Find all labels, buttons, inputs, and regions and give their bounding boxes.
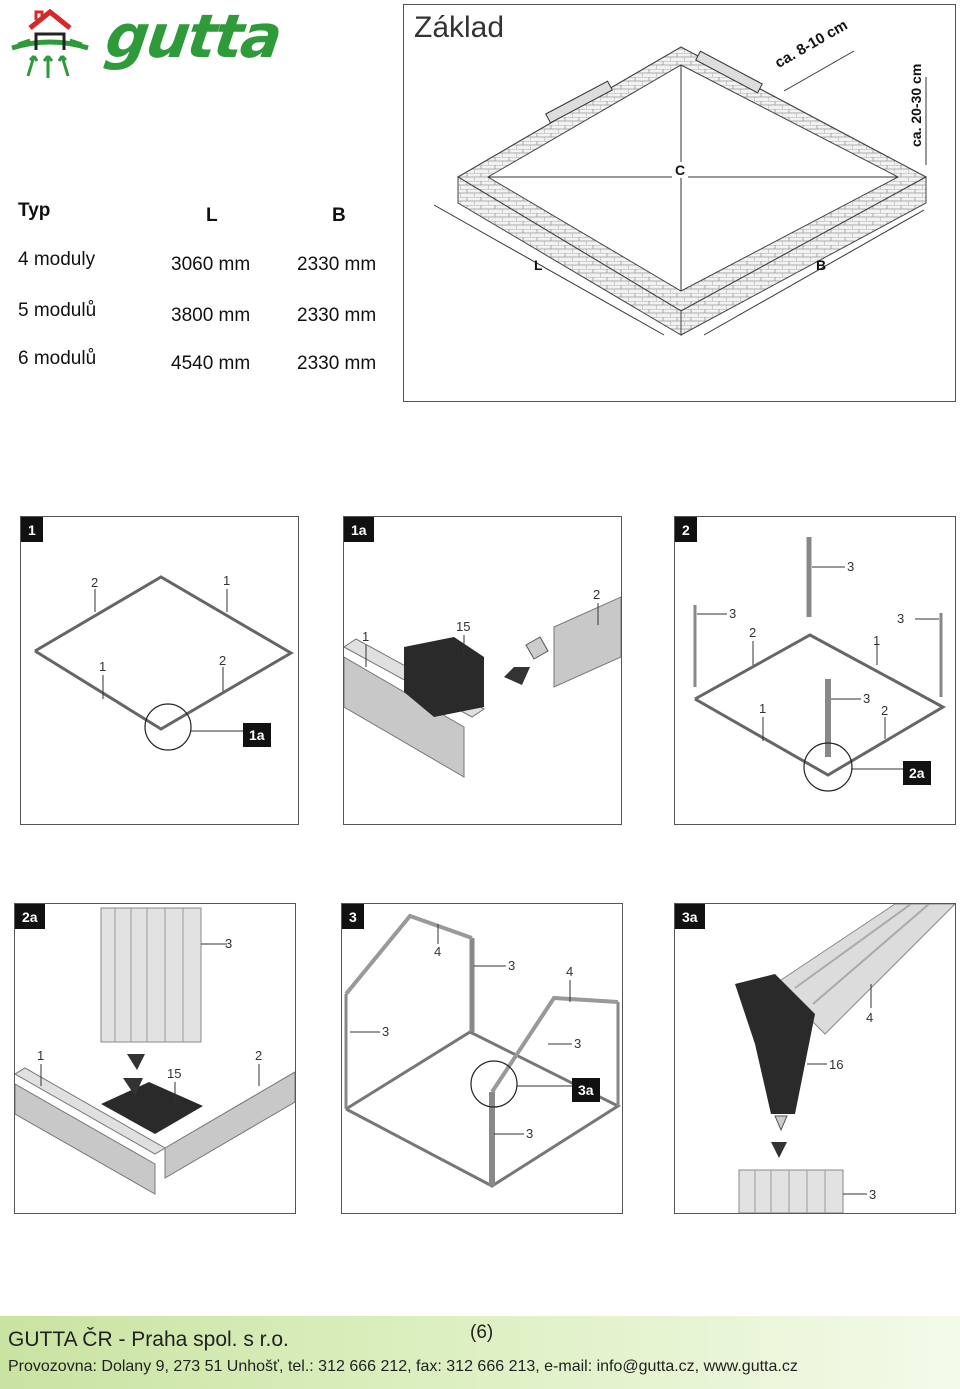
part-number: 2 <box>219 653 226 668</box>
footer-band <box>0 1316 960 1389</box>
dim-b-label: B <box>816 257 827 273</box>
part-number: 2 <box>91 575 98 590</box>
dim-l-label: L <box>534 257 543 273</box>
step-label: 1a <box>344 517 374 542</box>
part-number: 16 <box>829 1057 843 1072</box>
step-1a-diagram: 1 15 2 <box>344 587 621 778</box>
part-number: 3 <box>508 958 515 973</box>
part-number: 3 <box>526 1126 533 1141</box>
part-number: 15 <box>456 619 470 634</box>
company-address: Provozovna: Dolany 9, 273 51 Unhošť, tel… <box>8 1358 798 1375</box>
company-name: GUTTA ČR - Praha spol. s r.o. <box>8 1328 289 1351</box>
part-number: 3 <box>847 559 854 574</box>
gutta-logo: gutta <box>8 2 285 80</box>
part-number: 1 <box>759 701 766 716</box>
part-number: 1 <box>99 659 106 674</box>
step-1-diagram: 2 1 1 2 <box>34 573 294 751</box>
step-panel-2: 2 3 3 2 1 3 3 1 2 2a <box>674 516 956 825</box>
step-3-diagram: 4 3 4 3 3 3 <box>344 913 622 1188</box>
dim-c-label: C <box>672 162 689 178</box>
step-3a-diagram: 4 16 3 <box>735 904 955 1213</box>
part-number: 3 <box>869 1187 876 1202</box>
part-number: 2 <box>593 587 600 602</box>
part-number: 3 <box>382 1024 389 1039</box>
part-number: 1 <box>223 573 230 588</box>
table-header-b: B <box>332 205 346 226</box>
part-number: 2 <box>255 1048 262 1063</box>
table-cell: 2330 mm <box>297 254 377 275</box>
step-label: 2a <box>15 904 45 929</box>
part-number: 1 <box>37 1048 44 1063</box>
step-2a-diagram: 3 1 15 2 <box>15 907 295 1195</box>
step-panel-2a: 2a 3 1 15 2 <box>14 903 296 1214</box>
part-number: 3 <box>729 606 736 621</box>
part-number: 3 <box>225 936 232 951</box>
part-number: 3 <box>897 611 904 626</box>
table-cell: 4 moduly <box>18 249 96 270</box>
part-number: 15 <box>167 1066 181 1081</box>
part-number: 2 <box>749 625 756 640</box>
step-label: 2 <box>675 517 697 542</box>
step-panel-1: 1 2 1 1 2 1a <box>20 516 299 825</box>
step-label: 1 <box>21 517 43 542</box>
step-panel-3: 3 4 3 4 3 3 3 3a <box>341 903 623 1214</box>
part-number: 1 <box>873 633 880 648</box>
part-number: 4 <box>566 964 573 979</box>
part-number: 3 <box>863 691 870 706</box>
step-label: 3a <box>675 904 705 929</box>
detail-callout: 3a <box>572 1078 600 1102</box>
page-number: (6) <box>470 1322 494 1343</box>
table-header-typ: Typ <box>18 200 51 221</box>
table-cell: 6 modulů <box>18 348 97 369</box>
table-cell: 3800 mm <box>171 305 251 326</box>
table-cell: 3060 mm <box>171 254 251 275</box>
step-panel-1a: 1a 1 15 2 <box>343 516 622 825</box>
house-arrows-icon <box>11 8 89 78</box>
part-number: 1 <box>362 629 369 644</box>
brand-wordmark: gutta <box>101 2 285 72</box>
part-number: 4 <box>434 944 441 959</box>
part-number: 3 <box>574 1036 581 1051</box>
step-panel-3a: 3a 4 16 3 <box>674 903 956 1214</box>
table-cell: 2330 mm <box>297 353 377 374</box>
table-header-l: L <box>206 205 218 226</box>
dim-height-label: ca. 20-30 cm <box>908 63 924 147</box>
table-cell: 4540 mm <box>171 353 251 374</box>
foundation-diagram <box>433 46 928 336</box>
part-number: 2 <box>881 703 888 718</box>
foundation-panel: Základ C L B ca. 8-10 cm ca. 20-30 cm <box>403 4 956 402</box>
table-cell: 2330 mm <box>297 305 377 326</box>
part-number: 4 <box>866 1010 873 1025</box>
detail-callout: 1a <box>243 723 271 747</box>
detail-callout: 2a <box>903 761 931 785</box>
step-label: 3 <box>342 904 364 929</box>
step-2-diagram: 3 3 2 1 3 3 1 2 <box>693 537 947 792</box>
table-cell: 5 modulů <box>18 300 97 321</box>
foundation-title: Základ <box>414 11 505 44</box>
